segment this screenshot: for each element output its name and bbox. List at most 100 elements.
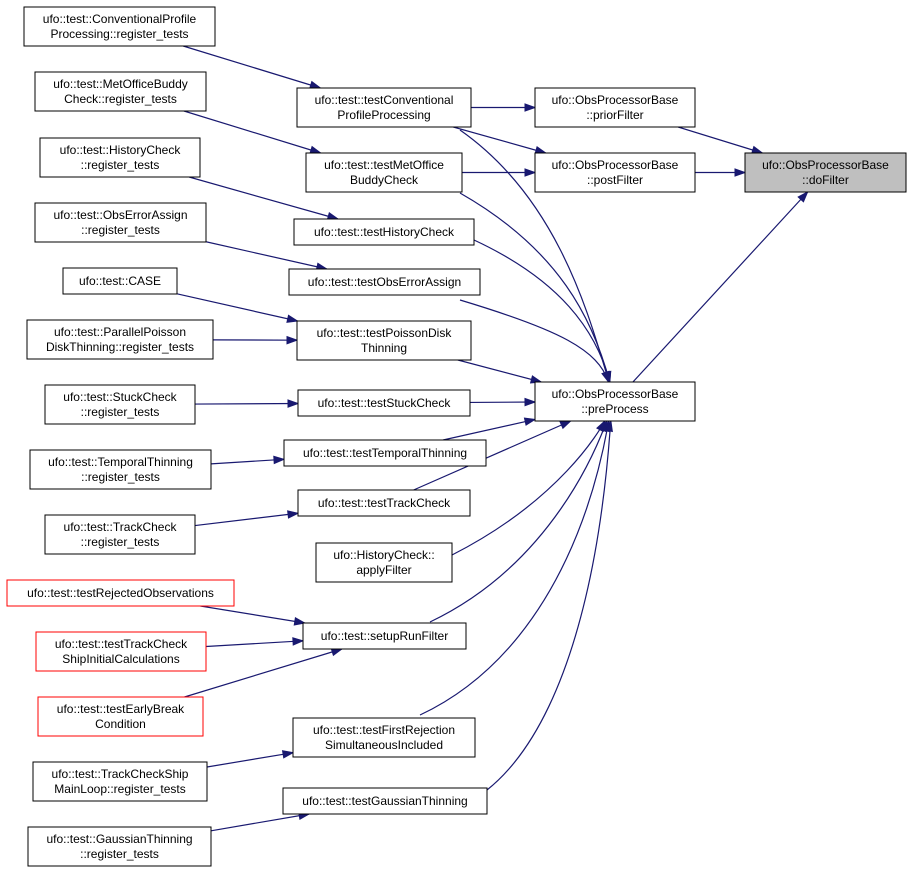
node-temp-reg[interactable]: ufo::test::TemporalThinning::register_te… [29,449,212,490]
node-firstrej[interactable]: ufo::test::testFirstRejectionSimultaneou… [292,717,476,758]
edge-line [210,813,310,832]
node-label-line: Condition [95,717,146,731]
node-box[interactable] [26,319,214,360]
node-post[interactable]: ufo::ObsProcessorBase::postFilter [534,152,696,193]
node-testoea[interactable]: ufo::test::testObsErrorAssign [288,268,481,296]
node-label-line: ufo::test::testStuckCheck [318,396,452,410]
node-histapply[interactable]: ufo::HistoryCheck::applyFilter [315,542,453,583]
node-box[interactable] [6,579,235,607]
node-box[interactable] [534,87,696,128]
node-box[interactable] [34,71,207,112]
node-label-line: ShipInitialCalculations [62,652,179,666]
node-box[interactable] [62,267,178,295]
node-rej[interactable]: ufo::test::testRejectedObservations [6,579,235,607]
node-box[interactable] [296,87,472,128]
edge-rej-to-setup [200,605,307,626]
node-testgauss[interactable]: ufo::test::testGaussianThinning [282,787,488,815]
node-label-line: ::register_tests [81,405,160,419]
node-testtemp[interactable]: ufo::test::testTemporalThinning [283,439,487,467]
edge-arrowhead [734,168,747,177]
edge-line [442,418,536,441]
node-label-line: ufo::test::setupRunFilter [321,629,448,643]
node-box[interactable] [29,449,212,490]
node-teststuck[interactable]: ufo::test::testStuckCheck [297,389,471,417]
edge-line [413,420,571,491]
node-stuck-reg[interactable]: ufo::test::StuckCheck::register_tests [44,384,196,425]
node-tcship[interactable]: ufo::test::testTrackCheckShipInitialCalc… [35,631,207,672]
node-mob-reg[interactable]: ufo::test::MetOfficeBuddyCheck::register… [34,71,207,112]
node-box[interactable] [288,268,481,296]
node-box[interactable] [39,137,201,178]
node-testconv[interactable]: ufo::test::testConventionalProfileProces… [296,87,472,128]
node-pre[interactable]: ufo::ObsProcessorBase::preProcess [534,381,696,422]
node-label-line: ufo::test::testObsErrorAssign [308,275,461,289]
node-label-line: ufo::ObsProcessorBase [762,158,889,172]
node-box[interactable] [34,202,207,243]
node-label-line: ufo::test::testTemporalThinning [303,446,467,460]
edge-testconv-to-post [453,126,548,155]
node-box[interactable] [282,787,488,815]
node-box[interactable] [32,761,208,802]
edge-testtemp-to-pre [442,417,537,441]
edge-line [206,752,294,768]
node-label-line: ufo::test::TrackCheckShip [52,767,189,781]
node-label-line: ufo::ObsProcessorBase [552,387,679,401]
node-tcsm-reg[interactable]: ufo::test::TrackCheckShipMainLoop::regis… [32,761,208,802]
edge-arrowhead [287,399,300,408]
edge-tcsm_reg-to-firstrej [206,750,295,768]
edge-line [183,45,321,89]
node-box[interactable] [23,6,216,47]
edge-line [205,241,327,270]
node-box[interactable] [27,826,212,867]
edge-arrowhead [309,145,322,155]
node-conv-reg[interactable]: ufo::test::ConventionalProfileProcessing… [23,6,216,47]
node-box[interactable] [305,152,463,193]
edge-arrowhead [601,370,610,384]
node-label-line: ::postFilter [587,173,643,187]
node-testtrack[interactable]: ufo::test::testTrackCheck [297,489,471,517]
node-box[interactable] [37,696,204,737]
edge-testconv-to-prior [471,103,537,112]
node-label-line: MainLoop::register_tests [54,782,185,796]
node-box[interactable] [292,717,476,758]
node-track-reg[interactable]: ufo::test::TrackCheck::register_tests [44,514,196,555]
node-gauss-reg[interactable]: ufo::test::GaussianThinning::register_te… [27,826,212,867]
node-box[interactable] [302,622,467,650]
edge-line [184,648,343,698]
node-oea-reg[interactable]: ufo::test::ObsErrorAssign::register_test… [34,202,207,243]
node-setup[interactable]: ufo::test::setupRunFilter [302,622,467,650]
node-box[interactable] [315,542,453,583]
node-box[interactable] [293,218,475,246]
node-box[interactable] [44,514,196,555]
node-box[interactable] [534,152,696,193]
node-label-line: DiskThinning::register_tests [46,340,194,354]
node-case[interactable]: ufo::test::CASE [62,267,178,295]
node-testhist[interactable]: ufo::test::testHistoryCheck [293,218,475,246]
node-label-line: ufo::test::StuckCheck [63,390,177,404]
node-ppd-reg[interactable]: ufo::test::ParallelPoissonDiskThinning::… [26,319,214,360]
node-label-line: ufo::test::MetOfficeBuddy [53,77,188,91]
edge-testgauss-to-pre [486,419,613,791]
node-dofilter[interactable]: ufo::ObsProcessorBase::doFilter [744,152,907,193]
node-box[interactable] [297,489,471,517]
node-box[interactable] [297,389,471,417]
node-box[interactable] [744,152,907,193]
edge-arrowhead [797,190,809,203]
node-hist-reg[interactable]: ufo::test::HistoryCheck::register_tests [39,137,201,178]
node-prior[interactable]: ufo::ObsProcessorBase::priorFilter [534,87,696,128]
edge-arrowhead [559,420,572,430]
node-box[interactable] [296,320,472,361]
node-box[interactable] [44,384,196,425]
edge-arrowhead [286,314,299,323]
edge-arrowhead [751,145,764,155]
node-box[interactable] [534,381,696,422]
node-box[interactable] [35,631,207,672]
node-label-line: Processing::register_tests [50,27,188,41]
node-label-line: SimultaneousIncluded [325,738,443,752]
edge-line [205,640,304,648]
edge-tcship-to-setup [205,637,305,648]
node-box[interactable] [283,439,487,467]
